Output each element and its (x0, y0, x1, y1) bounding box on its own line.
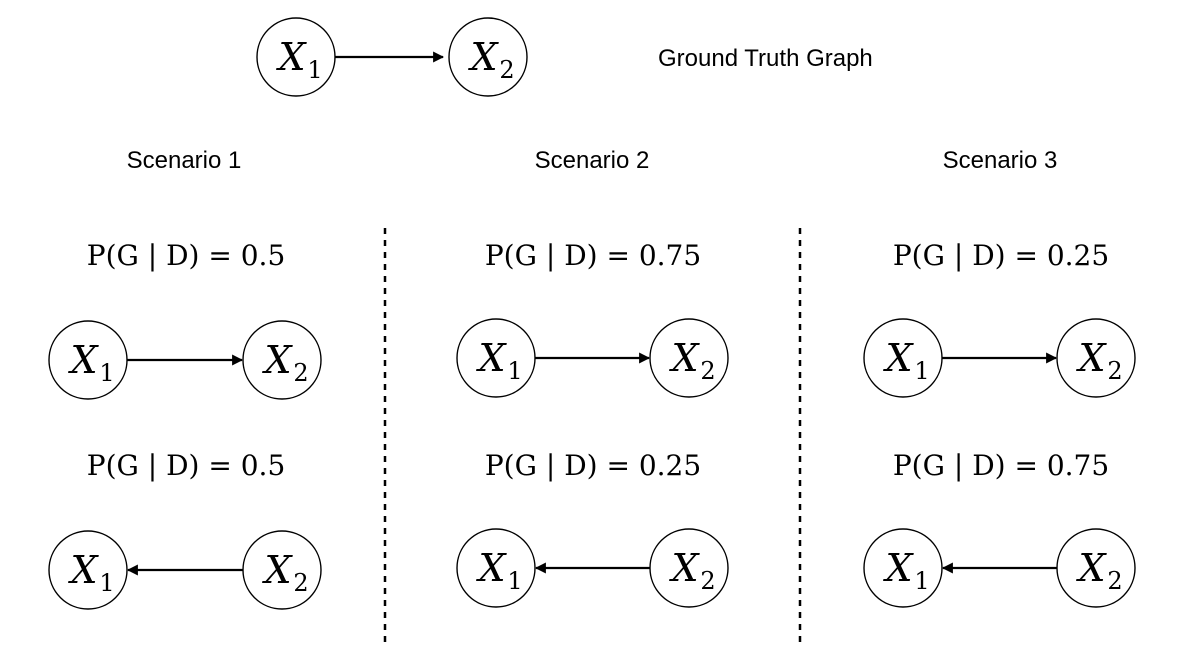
node-x2: X 2 (242, 320, 322, 400)
scenario-1: Scenario 1 P(G | D) = 0.5 X 1 X 2 P(G | … (48, 147, 322, 610)
node-x1: X 1 (48, 320, 128, 400)
node-subscript: 2 (499, 56, 514, 84)
node-x1: X 1 (456, 528, 536, 608)
node-x2: X 2 (649, 318, 729, 398)
node-subscript: 1 (507, 567, 522, 595)
probability-label: P(G | D) = 0.25 (893, 239, 1109, 272)
node-label: X (67, 338, 99, 382)
node-label: X (668, 336, 700, 380)
scenario-title: Scenario 3 (943, 147, 1058, 174)
node-x1: X 1 (48, 530, 128, 610)
node-subscript: 2 (293, 359, 308, 387)
node-subscript: 2 (1107, 357, 1122, 385)
node-subscript: 1 (914, 567, 929, 595)
node-subscript: 2 (700, 357, 715, 385)
ground-truth-graph: X 1 X 2 Ground Truth Graph (256, 17, 873, 97)
scenario-3: Scenario 3 P(G | D) = 0.25 X 1 X 2 P(G |… (863, 147, 1136, 608)
ground-truth-title: Ground Truth Graph (658, 45, 873, 72)
probability-label: P(G | D) = 0.75 (893, 449, 1109, 482)
node-x1: X 1 (863, 528, 943, 608)
node-x1: X 1 (863, 318, 943, 398)
node-label: X (275, 35, 307, 79)
node-subscript: 1 (507, 357, 522, 385)
scenario-title: Scenario 2 (535, 147, 650, 174)
node-label: X (1075, 336, 1107, 380)
scenario-title: Scenario 1 (127, 147, 242, 174)
node-label: X (882, 336, 914, 380)
node-subscript: 1 (307, 56, 322, 84)
node-label: X (475, 546, 507, 590)
node-x2: X 2 (1056, 318, 1136, 398)
node-x2: X 2 (1056, 528, 1136, 608)
node-x2: X 2 (649, 528, 729, 608)
node-x1: X 1 (456, 318, 536, 398)
ground-truth-node-x1: X 1 (256, 17, 336, 97)
node-subscript: 2 (1107, 567, 1122, 595)
node-x2: X 2 (242, 530, 322, 610)
node-label: X (261, 338, 293, 382)
node-label: X (261, 548, 293, 592)
node-label: X (668, 546, 700, 590)
probability-label: P(G | D) = 0.5 (87, 449, 286, 482)
node-label: X (467, 35, 499, 79)
ground-truth-node-x2: X 2 (448, 17, 528, 97)
node-subscript: 1 (99, 359, 114, 387)
node-subscript: 1 (914, 357, 929, 385)
probability-label: P(G | D) = 0.25 (485, 449, 701, 482)
node-label: X (67, 548, 99, 592)
scenario-2: Scenario 2 P(G | D) = 0.75 X 1 X 2 P(G |… (456, 147, 729, 608)
probability-label: P(G | D) = 0.5 (87, 239, 286, 272)
node-subscript: 1 (99, 569, 114, 597)
node-label: X (882, 546, 914, 590)
node-subscript: 2 (293, 569, 308, 597)
node-subscript: 2 (700, 567, 715, 595)
node-label: X (1075, 546, 1107, 590)
node-label: X (475, 336, 507, 380)
probability-label: P(G | D) = 0.75 (485, 239, 701, 272)
